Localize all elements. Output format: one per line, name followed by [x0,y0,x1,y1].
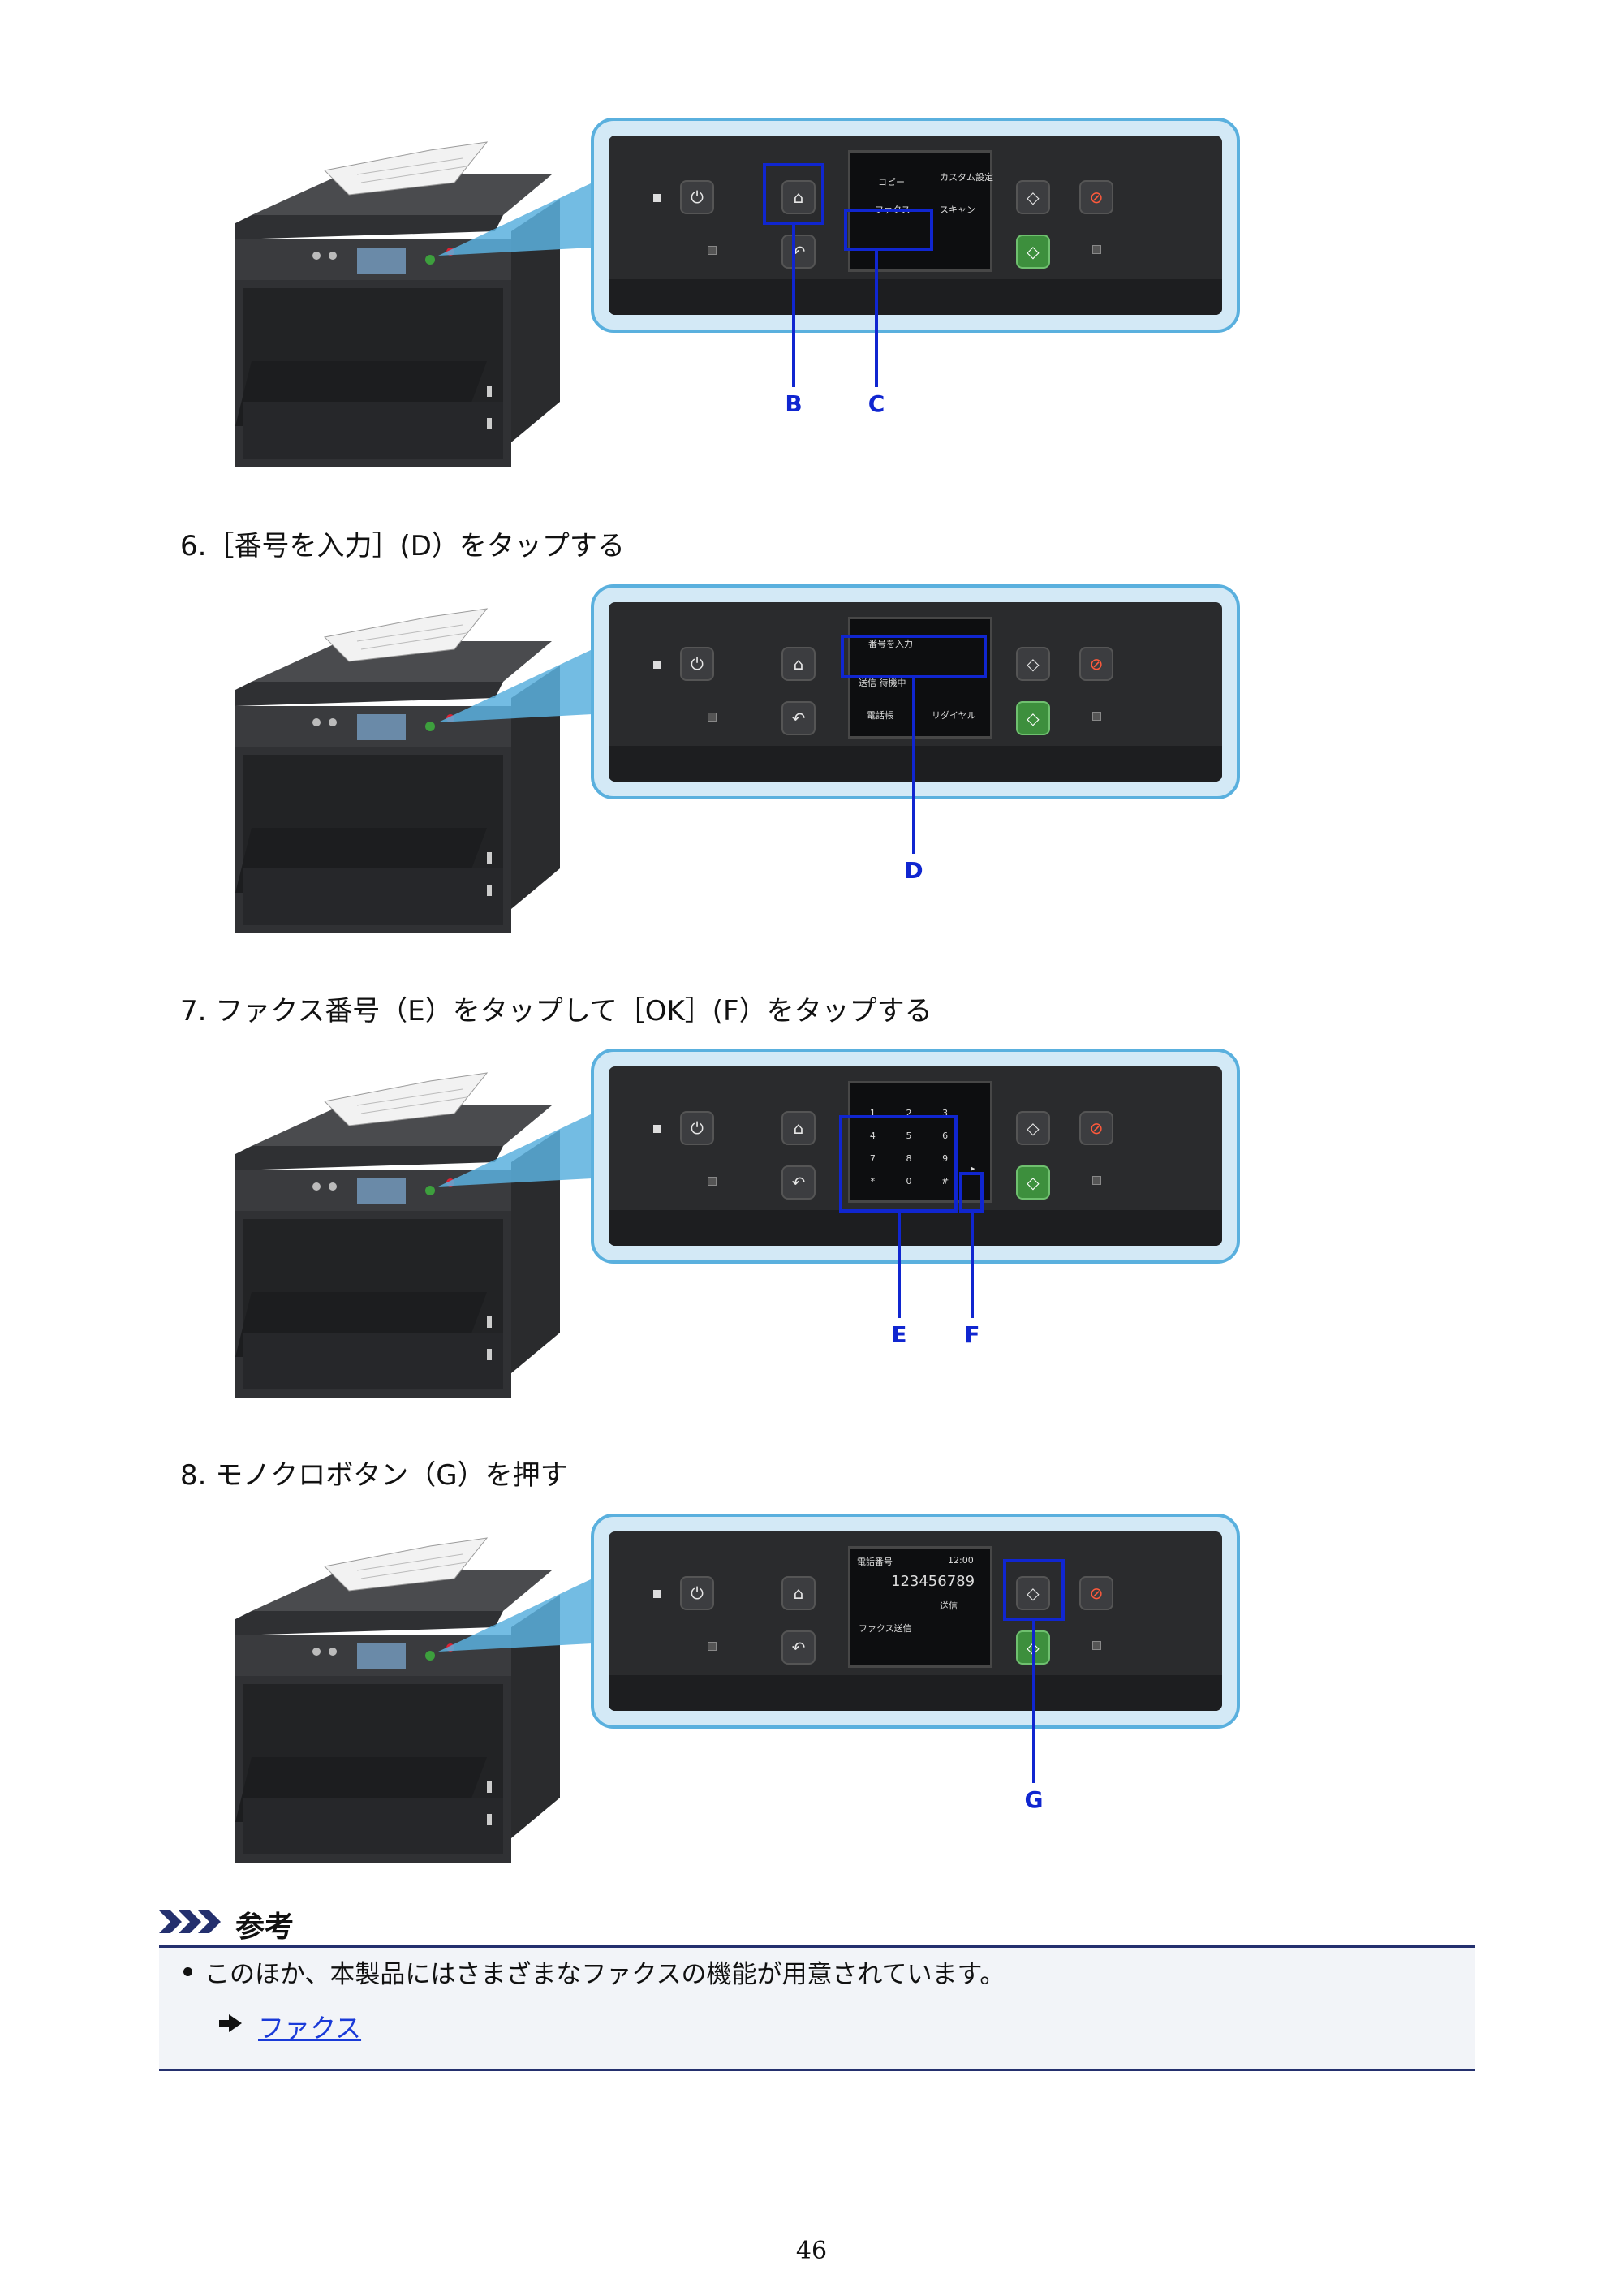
figure-step8: ⏻ ⌂ ↶ 電話番号 12:00 123456789 送信 ファクス送信 ◇ ◇… [219,1514,1242,1871]
callout-g: G [1024,1786,1044,1813]
fax-link[interactable]: ファクス [258,2013,362,2044]
zoom-pointer [438,649,592,722]
note-arrows-icon [159,1910,221,1933]
home-button[interactable]: ⌂ [781,180,816,214]
note-heading: 参考 [235,1910,295,1944]
key[interactable]: 2 [906,1108,912,1118]
color-start-button[interactable]: ◇ [1016,235,1050,269]
callout-line-d [912,678,915,854]
color-start-button[interactable]: ◇ [1016,1165,1050,1200]
fax-led [1092,1641,1101,1650]
zoom-pointer [438,183,592,256]
alarm-led [708,246,717,255]
power-led [653,194,661,202]
highlight-ok [959,1172,984,1213]
home-button[interactable]: ⌂ [781,1576,816,1610]
step-8: 8. モノクロボタン（G）を押す [180,1459,568,1492]
key[interactable]: * [870,1176,876,1187]
key[interactable]: 3 [942,1108,949,1118]
zoom-pointer [438,1579,592,1652]
zoom-pointer [438,1114,592,1187]
highlight-keypad [839,1115,958,1213]
power-button[interactable]: ⏻ [680,1576,714,1610]
key[interactable]: 0 [906,1176,912,1187]
black-start-button[interactable]: ◇ [1016,1111,1050,1145]
key[interactable]: 4 [869,1131,876,1141]
callout-b: B [785,390,803,417]
control-panel-zoom: ⏻ ⌂ ↶ 番号を入力 送信 待機中 電話帳 リダイヤル ◇ ◇ ⊘ [591,584,1240,799]
alarm-led [708,1177,717,1186]
black-start-button[interactable]: ◇ [1016,647,1050,681]
key[interactable]: # [941,1176,949,1187]
power-led [653,661,661,669]
key[interactable]: 6 [942,1131,949,1141]
stop-button[interactable]: ⊘ [1079,180,1113,214]
key[interactable]: 8 [906,1153,912,1164]
control-panel-zoom: ⏻ ⌂ ↶ 電話番号 12:00 123456789 送信 ファクス送信 ◇ ◇… [591,1514,1240,1729]
keypad[interactable]: 1 2 3 4 5 6 7 8 9 * 0 # [855,1108,962,1197]
back-button[interactable]: ↶ [781,235,816,269]
touch-screen[interactable]: 電話番号 12:00 123456789 送信 ファクス送信 [848,1546,992,1668]
note-text: このほか、本製品にはさまざまなファクスの機能が用意されています。 [204,1960,1005,1989]
black-start-button[interactable]: ◇ [1016,1576,1050,1610]
callout-line-f [971,1213,974,1318]
black-start-button[interactable]: ◇ [1016,180,1050,214]
back-button[interactable]: ↶ [781,701,816,735]
stop-button[interactable]: ⊘ [1079,1576,1113,1610]
back-button[interactable]: ↶ [781,1630,816,1665]
ok-key[interactable]: ▸ [971,1163,975,1174]
control-panel-zoom: ⏻ ⌂ ↶ 1 2 3 4 5 6 7 8 9 * 0 # [591,1049,1240,1264]
figure-step7: ⏻ ⌂ ↶ 1 2 3 4 5 6 7 8 9 * 0 # [219,1049,1242,1406]
figure-step5: ⏻ ⌂ ↶ コピー カスタム設定 ファクス スキャン ◇ ◇ ⊘ B C [219,118,1242,475]
stop-button[interactable]: ⊘ [1079,1111,1113,1145]
power-button[interactable]: ⏻ [680,180,714,214]
callout-line-b [792,225,795,387]
bullet-icon [183,1967,192,1976]
key[interactable]: 1 [869,1108,876,1118]
callout-e: E [891,1321,907,1348]
highlight-home-button [763,163,824,225]
step-6: 6.［番号を入力］(D）をタップする [180,530,625,562]
callout-d: D [904,857,923,884]
arrow-right-icon [219,2014,242,2032]
control-panel-zoom: ⏻ ⌂ ↶ コピー カスタム設定 ファクス スキャン ◇ ◇ ⊘ [591,118,1240,333]
key[interactable]: 7 [869,1153,876,1164]
highlight-black-start [1003,1559,1065,1621]
callout-c: C [867,390,885,417]
note-box [159,1945,1475,2071]
highlight-fax-icon [844,209,933,251]
fax-led [1092,712,1101,721]
callout-line-g [1032,1621,1035,1783]
key[interactable]: 5 [906,1131,912,1141]
stop-button[interactable]: ⊘ [1079,647,1113,681]
power-button[interactable]: ⏻ [680,647,714,681]
alarm-led [708,1642,717,1651]
power-led [653,1125,661,1133]
back-button[interactable]: ↶ [781,1165,816,1200]
callout-f: F [964,1321,980,1348]
key[interactable]: 9 [942,1153,949,1164]
callout-line-c [875,251,878,387]
page-number: 46 [795,2237,828,2265]
home-button[interactable]: ⌂ [781,1111,816,1145]
power-button[interactable]: ⏻ [680,1111,714,1145]
touch-screen[interactable]: 1 2 3 4 5 6 7 8 9 * 0 # ▸ [848,1081,992,1203]
alarm-led [708,713,717,722]
color-start-button[interactable]: ◇ [1016,701,1050,735]
power-led [653,1590,661,1598]
fax-led [1092,1176,1101,1185]
figure-step6: ⏻ ⌂ ↶ 番号を入力 送信 待機中 電話帳 リダイヤル ◇ ◇ ⊘ D [219,584,1242,941]
callout-line-e [898,1213,901,1318]
step-7: 7. ファクス番号（E）をタップして［OK］(F）をタップする [180,995,932,1027]
fax-led [1092,245,1101,254]
highlight-enter-number [841,635,987,678]
home-button[interactable]: ⌂ [781,647,816,681]
